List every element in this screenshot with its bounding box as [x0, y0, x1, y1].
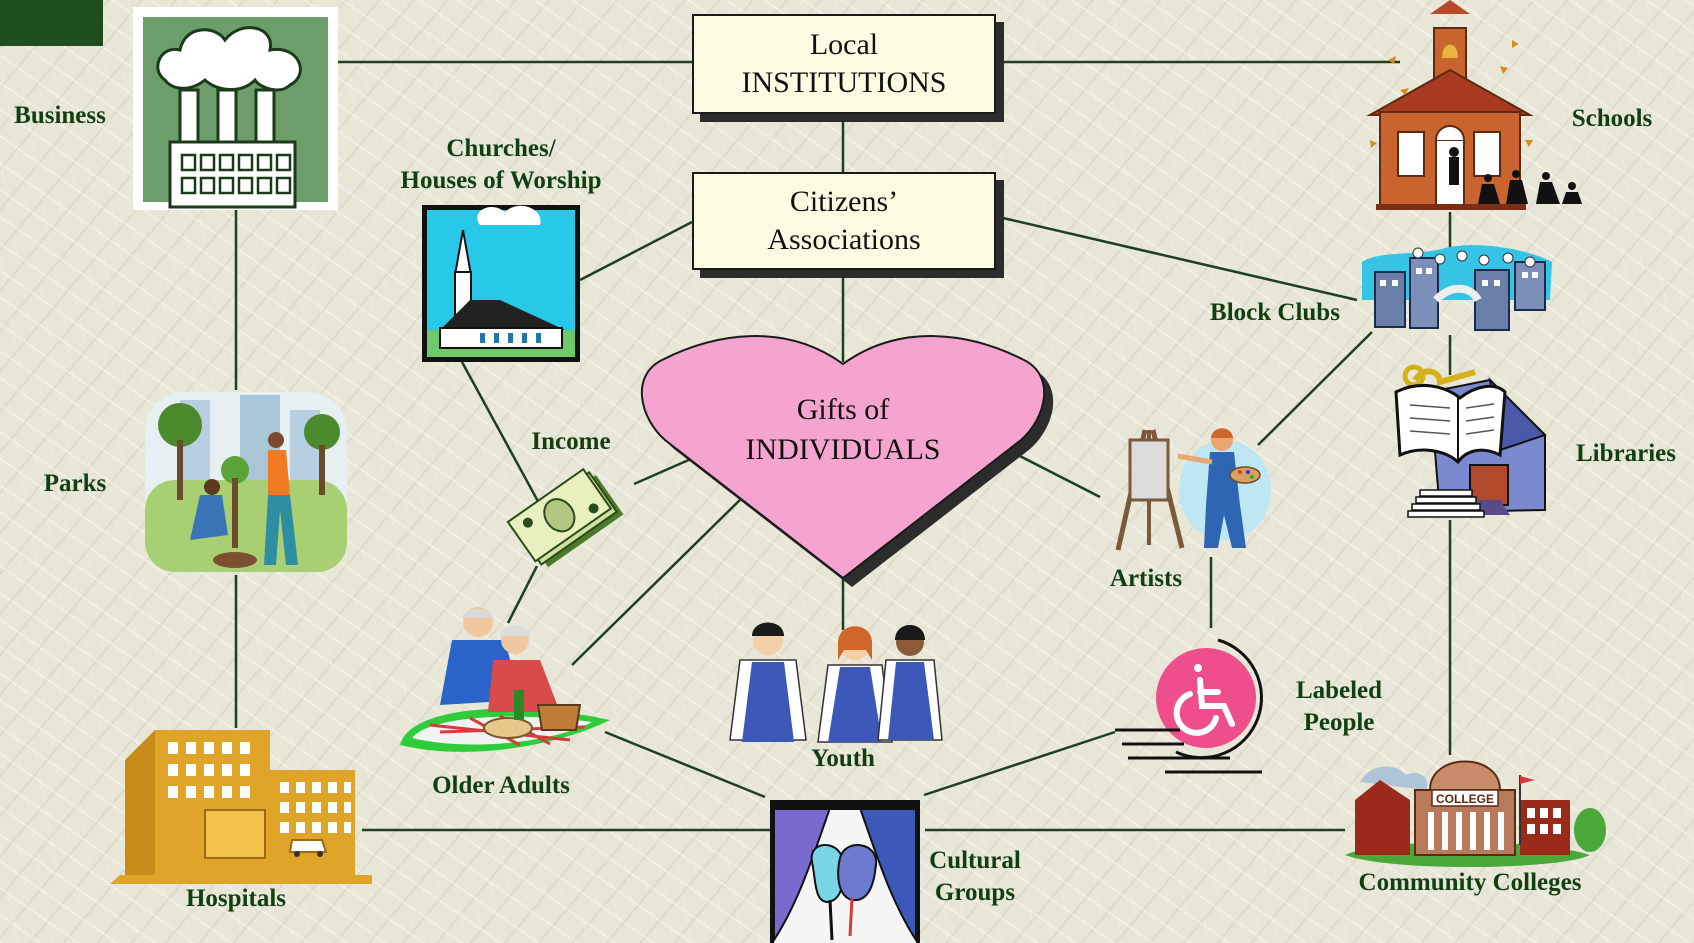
- citizens-associations-line2: Associations: [767, 223, 921, 256]
- label-labeled-people-line2: People: [1303, 709, 1375, 736]
- label-churches-line1: Churches/: [446, 135, 556, 162]
- label-churches: Churches/ Houses of Worship: [388, 133, 614, 197]
- corner-swatch: [0, 0, 103, 46]
- money-icon: [506, 467, 624, 568]
- college-campus-icon: [1345, 760, 1606, 868]
- label-income: Income: [531, 428, 611, 455]
- local-institutions-box: Local INSTITUTIONS: [692, 14, 996, 114]
- schoolhouse-icon: [1366, 0, 1582, 210]
- local-institutions-line2: INSTITUTIONS: [741, 66, 947, 99]
- label-labeled-people-line1: Labeled: [1295, 677, 1383, 704]
- label-block-clubs: Block Clubs: [1210, 299, 1340, 326]
- theater-masks-icon: [770, 800, 920, 943]
- label-schools: Schools: [1571, 105, 1653, 132]
- college-sign: COLLEGE: [1436, 792, 1494, 806]
- local-institutions-line1: Local: [809, 28, 879, 61]
- older-couple-picnic-icon: [400, 607, 610, 752]
- wheelchair-icon: [1115, 638, 1263, 774]
- gifts-of-individuals-heart: [640, 335, 1054, 587]
- label-cultural-groups-line1: Cultural: [929, 847, 1021, 874]
- church-icon: [422, 205, 580, 362]
- citizens-associations-line1: Citizens’: [789, 185, 899, 218]
- label-youth: Youth: [811, 745, 875, 772]
- library-book-icon: [1394, 364, 1547, 518]
- label-churches-line2: Houses of Worship: [400, 167, 602, 194]
- city-block-icon: [1362, 245, 1552, 331]
- gifts-of-individuals-line1: Gifts of: [796, 393, 890, 426]
- label-artists: Artists: [1109, 565, 1183, 592]
- label-hospitals: Hospitals: [185, 885, 287, 912]
- label-older-adults: Older Adults: [432, 772, 570, 799]
- painter-artist-icon: [1115, 428, 1271, 551]
- label-community-colleges: Community Colleges: [1358, 869, 1582, 896]
- gifts-of-individuals-text: Gifts of INDIVIDUALS: [713, 390, 973, 470]
- label-libraries: Libraries: [1576, 440, 1676, 467]
- label-cultural-groups: Cultural Groups: [922, 845, 1028, 909]
- youth-group-icon: [729, 622, 943, 743]
- factory-icon: [133, 7, 338, 210]
- citizens-associations-box: Citizens’ Associations: [692, 172, 996, 270]
- label-cultural-groups-line2: Groups: [934, 879, 1016, 906]
- label-parks: Parks: [43, 470, 107, 497]
- label-business: Business: [14, 102, 106, 129]
- hospital-icon: [110, 730, 372, 884]
- gifts-of-individuals-line2: INDIVIDUALS: [745, 433, 941, 466]
- park-planting-icon: [145, 392, 347, 572]
- label-labeled-people: Labeled People: [1284, 675, 1394, 739]
